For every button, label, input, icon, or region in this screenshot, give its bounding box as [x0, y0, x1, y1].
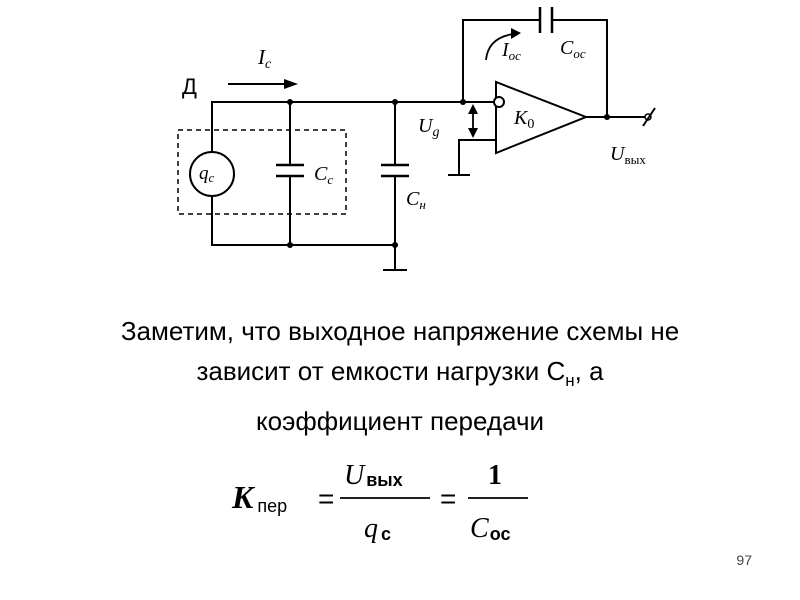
caption-line-2-sub: н [565, 371, 575, 391]
formula-eq-2: = [440, 483, 456, 514]
caption-line-3: коэффициент передачи [255, 406, 545, 436]
formula-frac2-num: 1 [488, 460, 502, 491]
opamp-triangle [495, 80, 589, 155]
slide-number: 97 [736, 552, 752, 568]
detector-label: Д [182, 74, 197, 99]
junction-dot [460, 99, 466, 105]
junction-dot [392, 99, 398, 105]
formula-eq-1: = [318, 483, 334, 514]
opamp-invert-bubble [493, 96, 505, 108]
feedback-current-arrow [485, 33, 514, 61]
junction-dot [287, 99, 293, 105]
voltage-in-label: Ug [418, 115, 439, 140]
voltage-out-label: Uвых [610, 143, 646, 167]
current-main-label: Iс [257, 45, 272, 72]
junction-dot [392, 242, 398, 248]
current-fb-label: Iос [501, 39, 521, 63]
cap-fb-label: Cос [560, 37, 586, 61]
charge-label: qс [199, 163, 215, 185]
cap-load-label: Cн [406, 188, 426, 212]
charge-source [189, 151, 235, 197]
caption-line-1: Заметим, что выходное напряжение схемы н… [120, 316, 680, 346]
circuit-diagram: Д Iс qс Cс Cн Ug K0 Iос Cос Uвых [177, 7, 656, 271]
caption-line-2: зависит от емкости нагрузки Сн, а [0, 352, 800, 400]
cap-detector-label: Cс [314, 163, 333, 187]
caption-line-2-suffix: , а [574, 356, 604, 386]
junction-dot [287, 242, 293, 248]
formula-frac2-den: Cос [470, 513, 510, 544]
caption-line-2-prefix: зависит от емкости нагрузки С [196, 356, 566, 386]
junction-dot [604, 114, 610, 120]
gain-label: K0 [513, 107, 534, 132]
detector-box [177, 129, 347, 215]
